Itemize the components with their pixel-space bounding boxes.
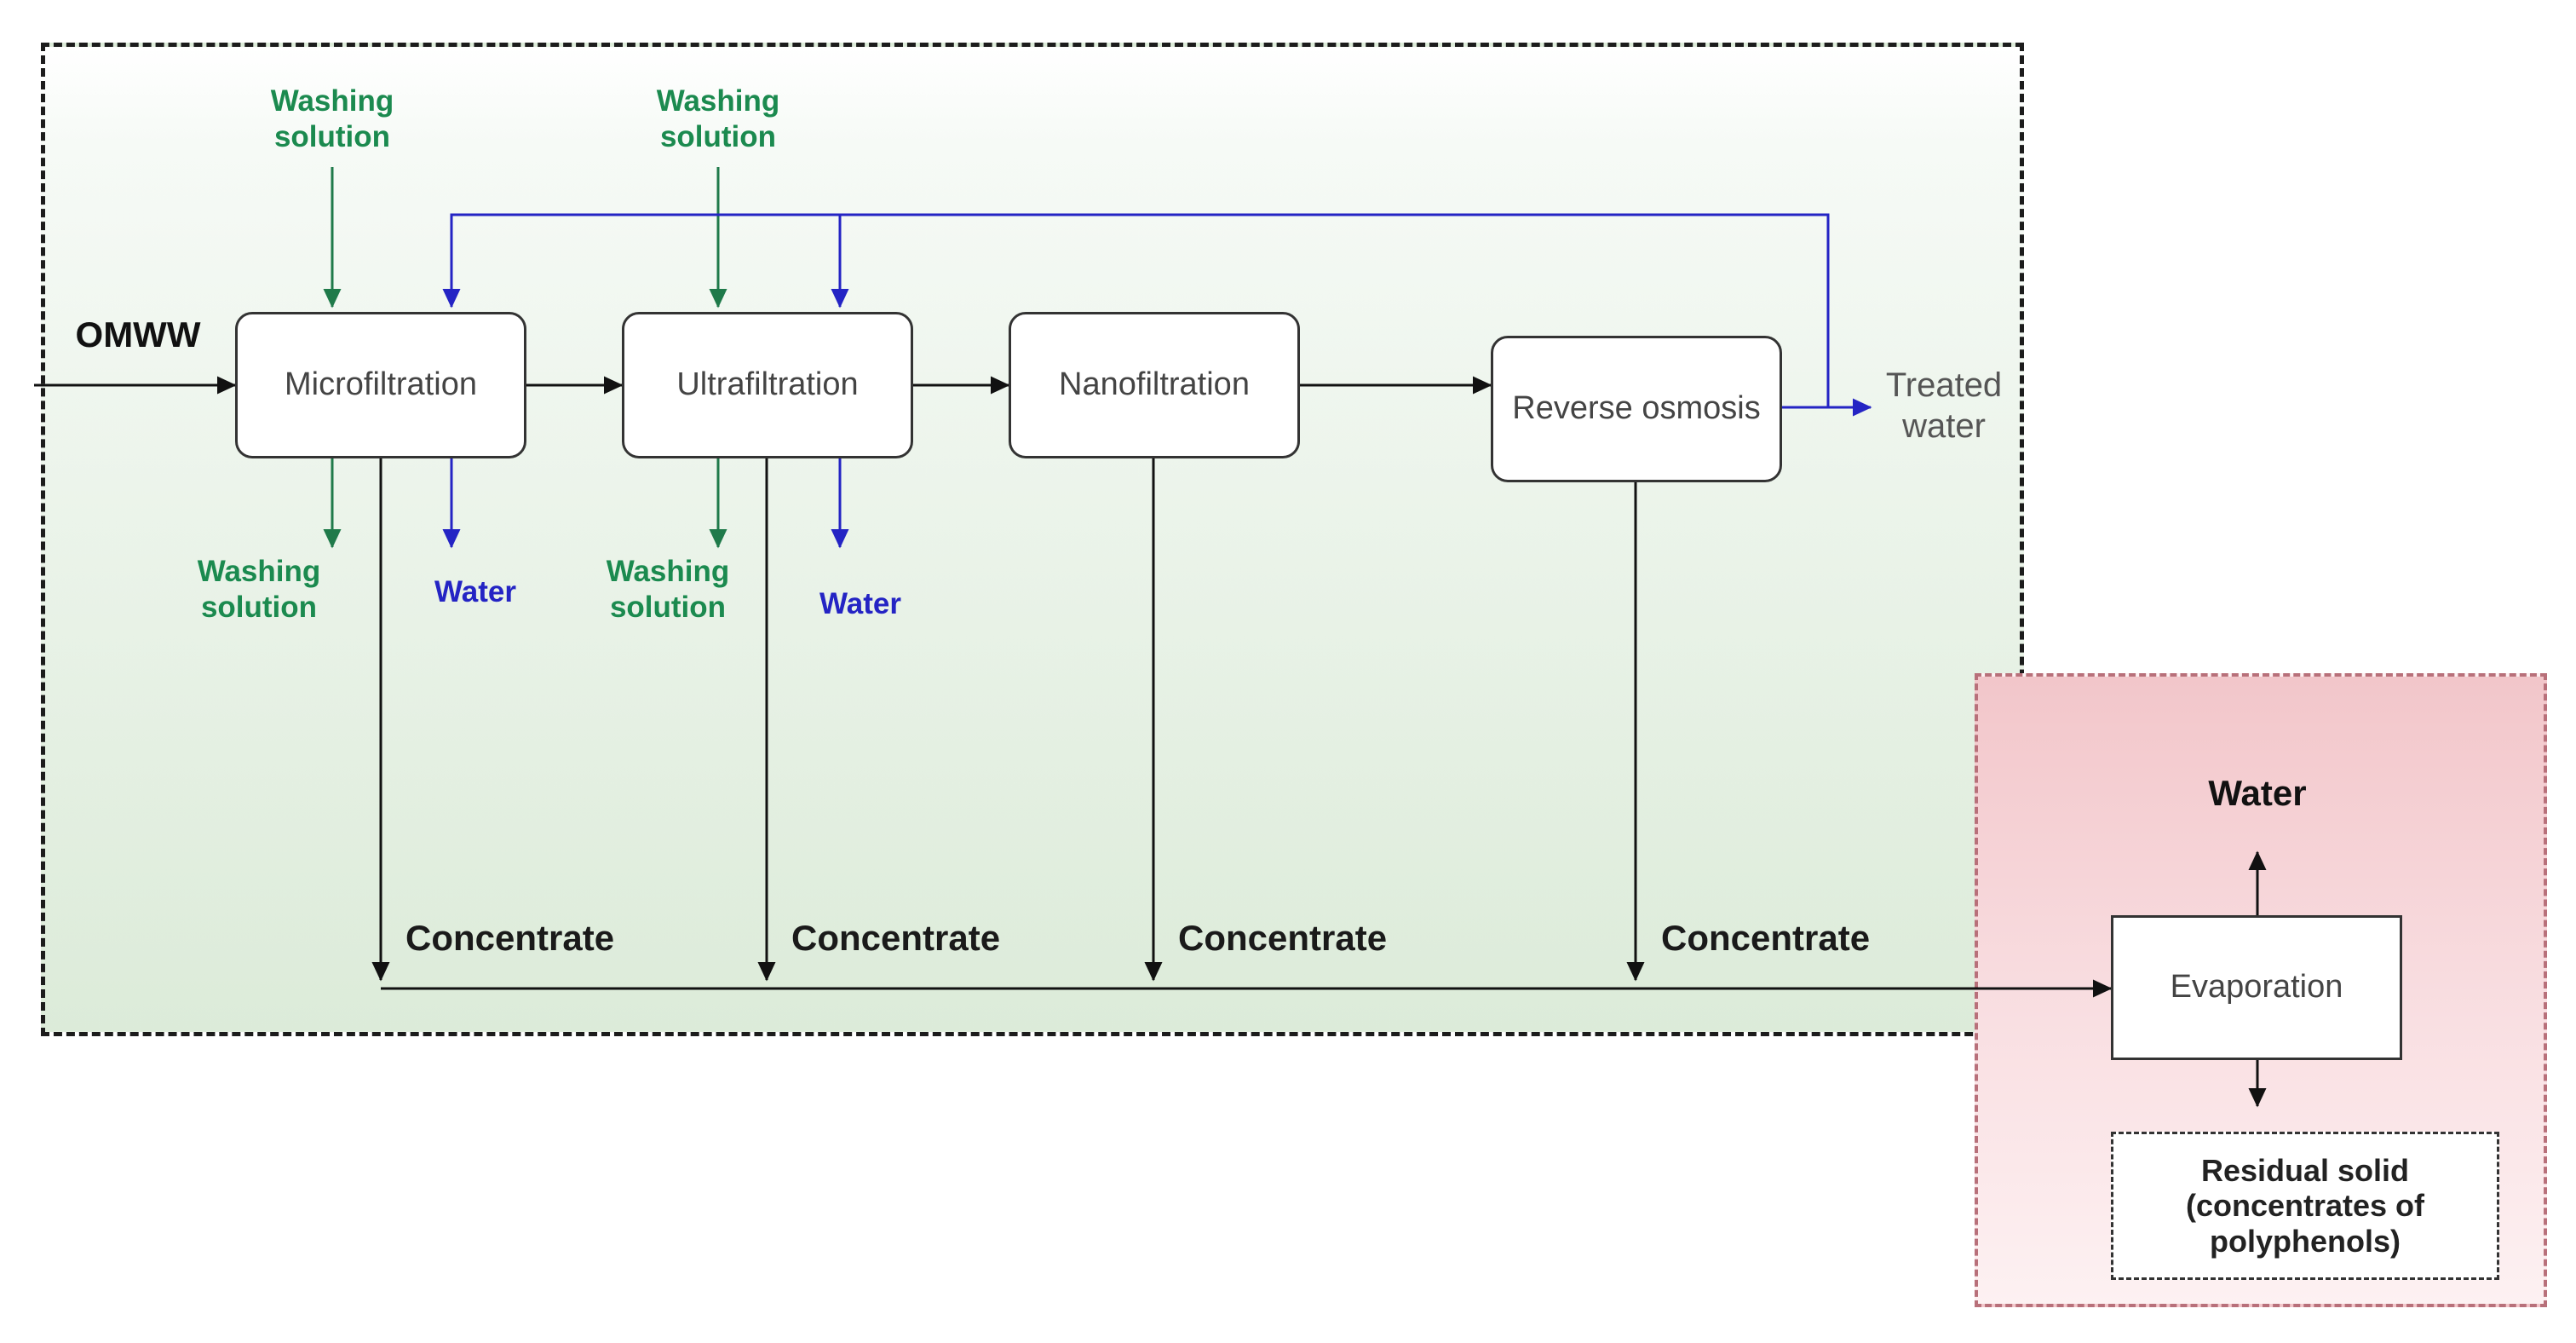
reverse-osmosis-label: Reverse osmosis	[1512, 390, 1761, 427]
evaporation-label: Evaporation	[2170, 969, 2343, 1006]
ultrafiltration-label: Ultrafiltration	[676, 366, 859, 403]
mf-concentrate-label: Concentrate	[405, 918, 615, 958]
residual-solid-line-1: Residual solid	[2200, 1152, 2410, 1188]
membrane-treatment-zone	[41, 43, 2024, 1036]
residual-solid-line-3: polyphenols)	[2210, 1223, 2401, 1259]
reverse-osmosis-box: Reverse osmosis	[1491, 336, 1782, 482]
residual-solid-line-2: (concentrates of	[2185, 1188, 2425, 1224]
microfiltration-box: Microfiltration	[235, 312, 526, 458]
ultrafiltration-box: Ultrafiltration	[622, 312, 913, 458]
uf-water-label: Water	[819, 587, 901, 620]
microfiltration-label: Microfiltration	[285, 366, 477, 403]
ro-concentrate-label: Concentrate	[1661, 918, 1871, 958]
omww-label: OMWW	[75, 314, 201, 354]
uf-concentrate-label: Concentrate	[791, 918, 1001, 958]
evaporation-box: Evaporation	[2111, 915, 2402, 1060]
nanofiltration-box: Nanofiltration	[1009, 312, 1300, 458]
evaporation-water-label: Water	[2208, 773, 2307, 813]
residual-solid-box: Residual solid (concentrates of polyphen…	[2111, 1132, 2499, 1280]
nanofiltration-label: Nanofiltration	[1059, 366, 1250, 403]
mf-water-label: Water	[434, 575, 516, 608]
nf-concentrate-label: Concentrate	[1178, 918, 1388, 958]
